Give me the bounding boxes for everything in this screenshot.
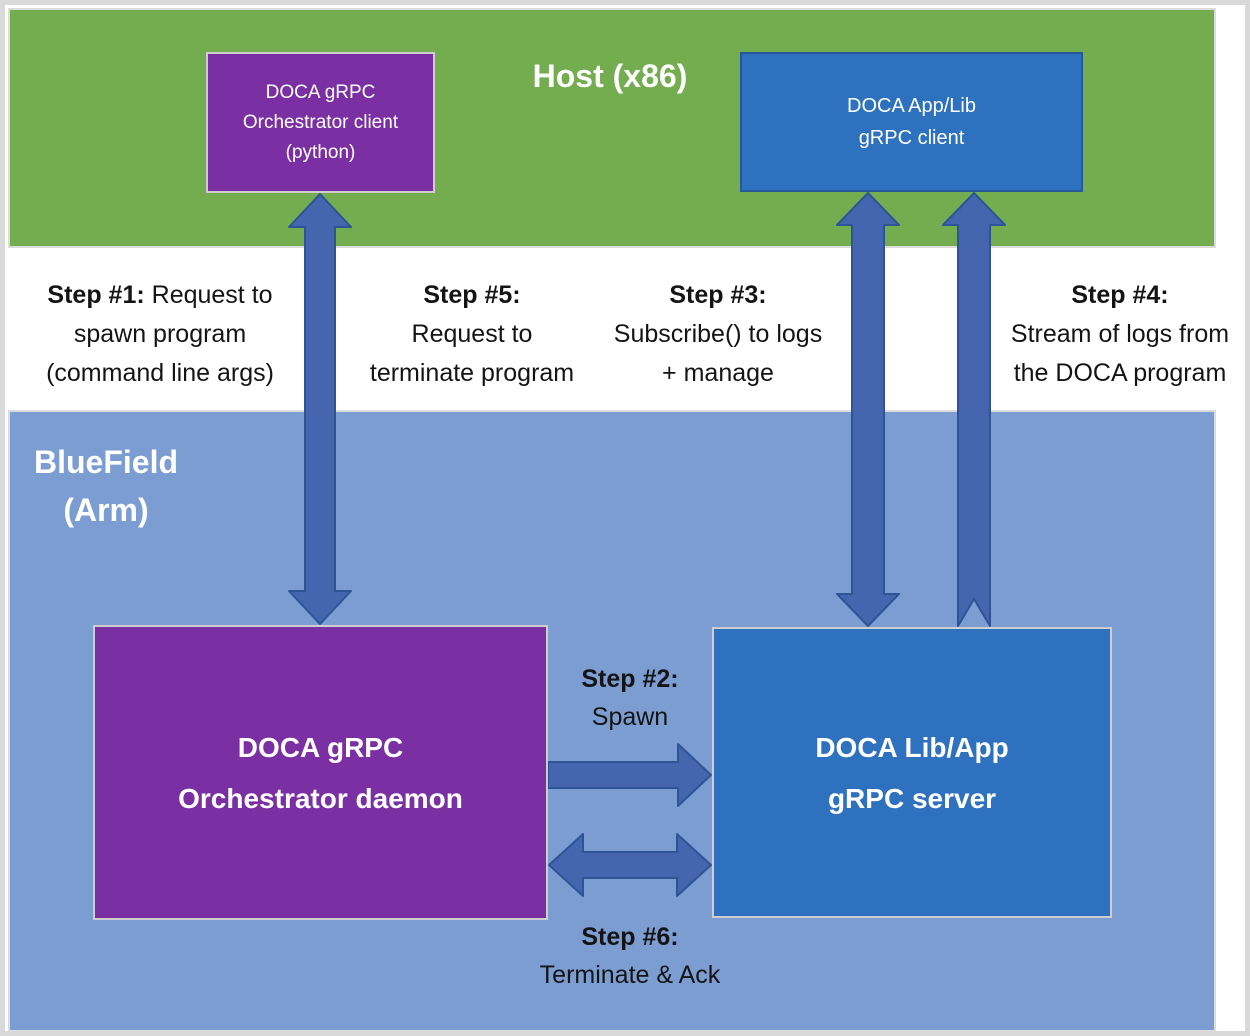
step1-line1: Step #1: Request to bbox=[15, 276, 305, 315]
step1-line2: spawn program bbox=[73, 320, 247, 348]
bluefield-band-title: BlueField (Arm) bbox=[20, 438, 192, 534]
orchestrator-client-line2: Orchestrator client bbox=[242, 111, 399, 133]
step2-right-arrow bbox=[547, 743, 712, 807]
step4-line2: Stream of logs from bbox=[1010, 320, 1230, 348]
grpc-server-line1: DOCA Lib/App bbox=[815, 731, 1009, 763]
step5-line3: terminate program bbox=[369, 359, 575, 387]
step6-label: Step #6: Terminate & Ack bbox=[510, 918, 750, 994]
step3-line3: + manage bbox=[662, 359, 774, 387]
step5-line2: Request to bbox=[411, 320, 533, 348]
step6-line2: Terminate & Ack bbox=[539, 961, 721, 989]
orchestrator-client-line3: (python) bbox=[285, 141, 356, 163]
step1-line3: (command line args) bbox=[46, 359, 274, 387]
bluefield-title-line2: (Arm) bbox=[63, 492, 149, 528]
grpc-client-line2: gRPC client bbox=[858, 127, 965, 149]
step5-heading: Step #5: bbox=[423, 281, 521, 309]
step3-label: Step #3: Subscribe() to logs + manage bbox=[593, 276, 843, 393]
step2-label: Step #2: Spawn bbox=[545, 660, 715, 736]
step1-heading: Step #1: bbox=[47, 281, 145, 309]
step2-line2: Spawn bbox=[591, 703, 669, 731]
orchestrator-daemon-box: DOCA gRPC Orchestrator daemon bbox=[93, 625, 548, 920]
step3-vertical-double-arrow bbox=[836, 192, 900, 627]
step1-rest: Request to bbox=[151, 281, 273, 309]
step4-up-arrow bbox=[942, 192, 1006, 627]
step4-label: Step #4: Stream of logs from the DOCA pr… bbox=[993, 276, 1247, 393]
orchestrator-client-line1: DOCA gRPC bbox=[265, 81, 376, 103]
step4-heading: Step #4: bbox=[1071, 281, 1169, 309]
orchestrator-daemon-line1: DOCA gRPC bbox=[237, 731, 404, 763]
orchestrator-daemon-line2: Orchestrator daemon bbox=[178, 782, 463, 814]
step5-label: Step #5: Request to terminate program bbox=[347, 276, 597, 393]
grpc-client-box: DOCA App/Lib gRPC client bbox=[740, 52, 1083, 192]
step2-heading: Step #2: bbox=[581, 665, 679, 693]
grpc-server-line2: gRPC server bbox=[827, 782, 997, 814]
orchestrator-client-box: DOCA gRPC Orchestrator client (python) bbox=[206, 52, 435, 193]
grpc-client-line1: DOCA App/Lib bbox=[847, 95, 976, 117]
step3-heading: Step #3: bbox=[669, 281, 767, 309]
step6-double-arrow bbox=[548, 833, 712, 897]
host-band-title: Host (x86) bbox=[532, 58, 688, 94]
step1-label: Step #1: Request to spawn program (comma… bbox=[15, 276, 305, 393]
step6-heading: Step #6: bbox=[581, 923, 679, 951]
step1-step5-vertical-double-arrow bbox=[288, 193, 352, 625]
grpc-server-box: DOCA Lib/App gRPC server bbox=[712, 627, 1112, 918]
bluefield-title-line1: BlueField bbox=[33, 444, 178, 480]
step3-line2: Subscribe() to logs bbox=[613, 320, 823, 348]
step4-line3: the DOCA program bbox=[1013, 359, 1227, 387]
